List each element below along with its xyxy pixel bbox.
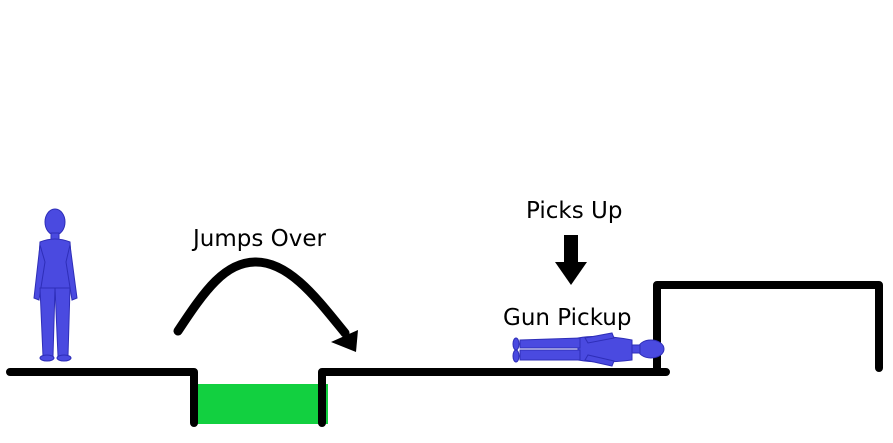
jumps-over-label: Jumps Over bbox=[193, 226, 326, 252]
down-arrow-icon bbox=[555, 235, 587, 285]
raised-platform bbox=[653, 281, 883, 376]
hazard-block bbox=[191, 384, 328, 424]
ground-middle bbox=[318, 368, 670, 427]
picks-up-label: Picks Up bbox=[526, 198, 623, 224]
gun-pickup-figure-icon bbox=[512, 332, 665, 367]
jump-arc bbox=[173, 257, 350, 338]
ground-left bbox=[6, 368, 198, 427]
jump-arrowhead bbox=[331, 330, 358, 352]
gun-pickup-label: Gun Pickup bbox=[503, 305, 632, 331]
player-figure-icon bbox=[33, 208, 78, 362]
